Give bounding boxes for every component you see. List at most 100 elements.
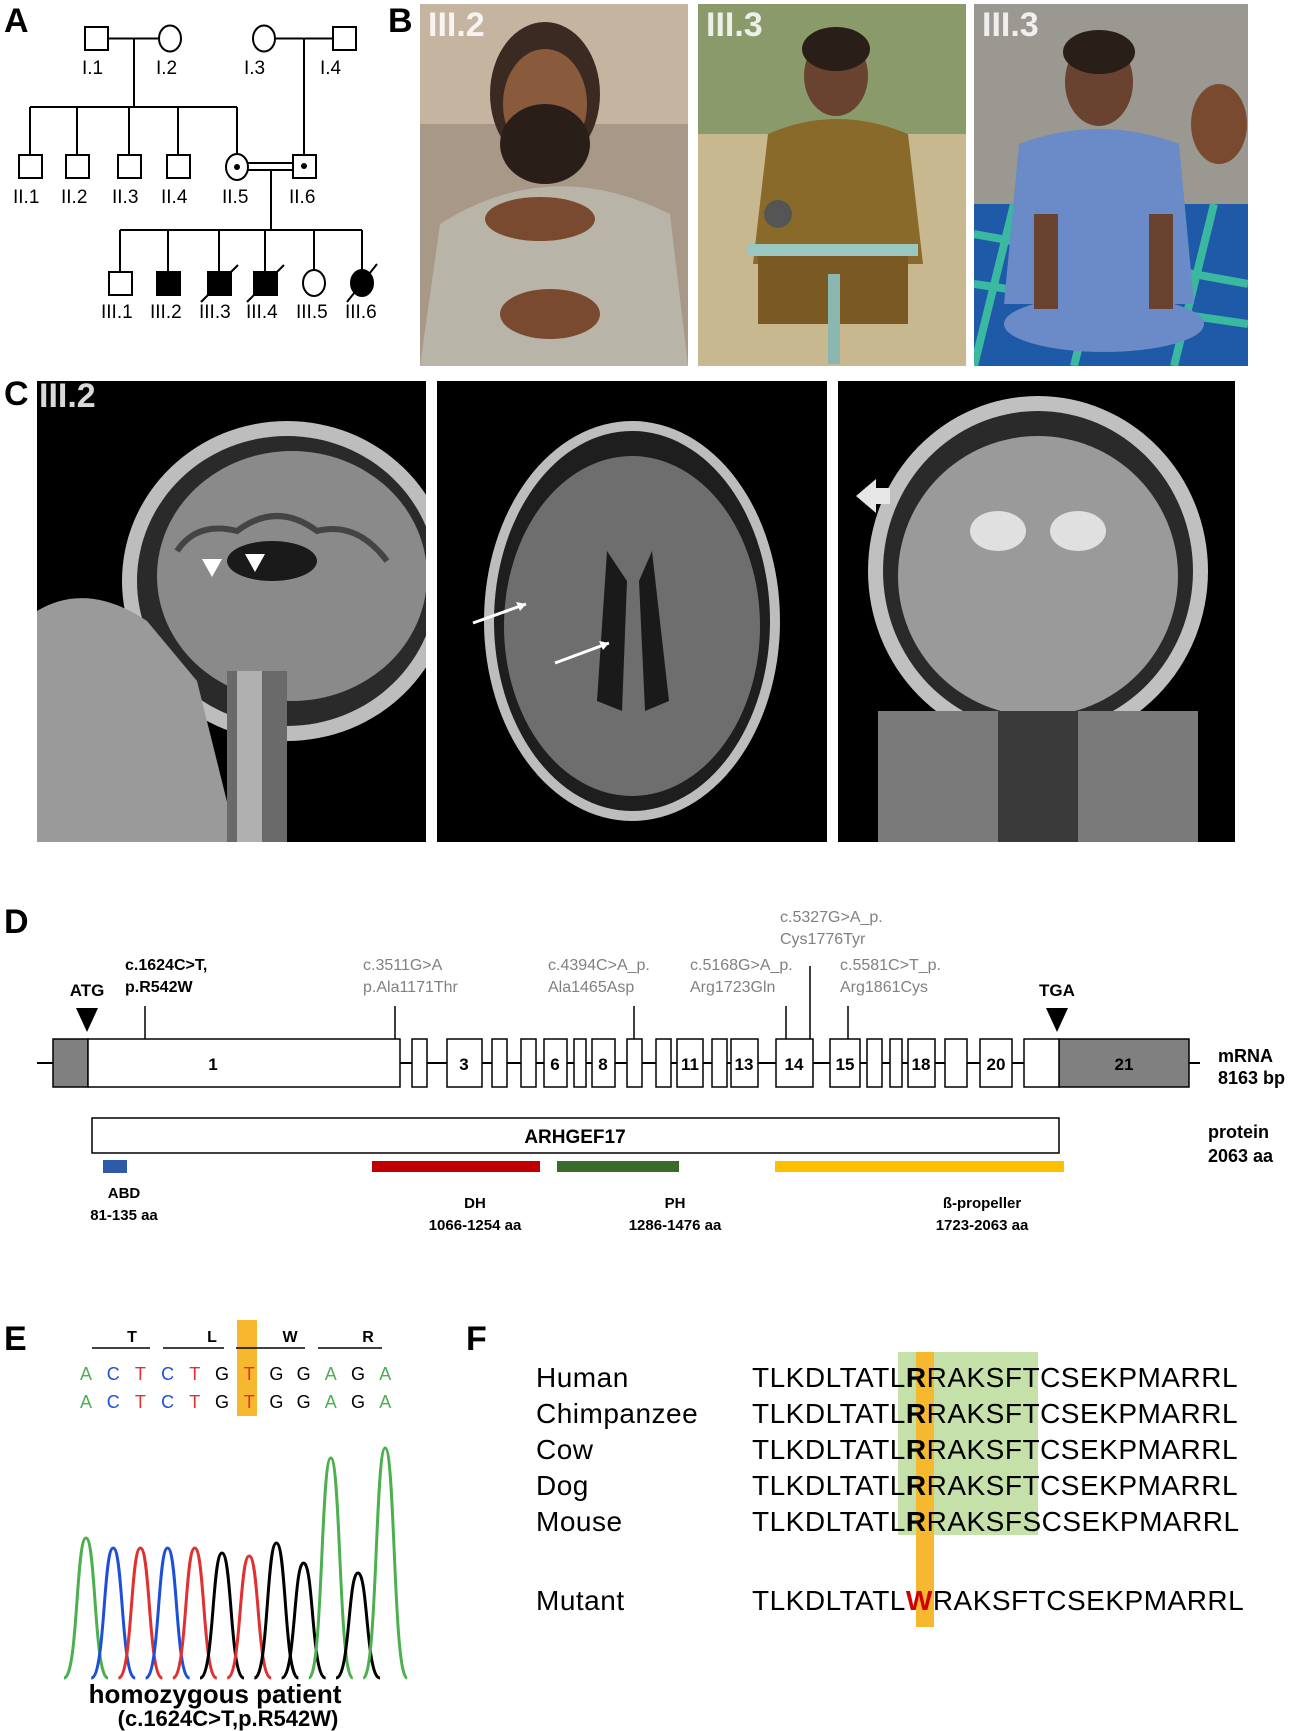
patient-photo-1: III.2 <box>420 4 688 366</box>
sequence-base: G <box>351 1364 365 1384</box>
pedigree-affected-III2 <box>156 271 181 296</box>
utr-3 <box>1058 1038 1190 1088</box>
domain-beta-propeller <box>775 1161 1064 1172</box>
exon-6 <box>543 1038 568 1088</box>
protein-label: protein <box>1208 1122 1269 1142</box>
pedigree-female-I3 <box>252 24 276 53</box>
domain-name: ABD <box>108 1185 141 1202</box>
sequence-base: C <box>107 1364 120 1384</box>
sequence-list: TLKDLTATLRRAKSFTCSEKPMARRL TLKDLTATLRRAK… <box>752 1362 1240 1542</box>
mrna-label: mRNA <box>1218 1046 1273 1066</box>
species-list: Human Chimpanzee Cow Dog Mouse <box>536 1362 698 1542</box>
panel-label-a: A <box>4 2 29 40</box>
sequence-row: TLKDLTATLRRAKSFSCSEKPMARRL <box>752 1506 1240 1537</box>
panel-label-b: B <box>388 2 413 40</box>
mutant-sequence: TLKDLTATLWRAKSFTCSEKPMARRL <box>752 1585 1245 1616</box>
stop-codon-marker <box>1046 1008 1068 1032</box>
sequence-base: T <box>244 1364 255 1384</box>
start-codon-marker <box>76 1008 98 1032</box>
pedigree-id: II.4 <box>161 187 188 208</box>
sequence-base: A <box>379 1392 391 1412</box>
codon-label: T <box>127 1329 137 1346</box>
species-label: Dog <box>536 1470 589 1501</box>
trace-peak <box>62 1536 110 1680</box>
domain-name: ß-propeller <box>943 1195 1022 1212</box>
pedigree-id: I.4 <box>320 58 342 79</box>
protein-bar <box>91 1117 1060 1154</box>
species-label: Mouse <box>536 1506 623 1537</box>
exon-8 <box>591 1038 616 1088</box>
exon-label: 21 <box>1115 1055 1134 1074</box>
domain-range: 1286-1476 aa <box>629 1217 722 1234</box>
species-label: Cow <box>536 1434 594 1465</box>
sequence-base: A <box>379 1364 391 1384</box>
variant-label: p.Ala1171Thr <box>363 979 459 996</box>
sequence-base: T <box>135 1364 146 1384</box>
exon-13 <box>730 1038 759 1088</box>
patient-photo-2: III.3 <box>698 4 966 366</box>
sequence-base: T <box>135 1392 146 1412</box>
pedigree-id: II.6 <box>289 187 315 208</box>
domain-range: 81-135 aa <box>90 1207 158 1224</box>
stop-codon-label: TGA <box>1039 981 1075 1000</box>
sequence-base: A <box>325 1392 337 1412</box>
exon-1 <box>87 1038 401 1088</box>
mrna-length: 8163 bp <box>1218 1068 1285 1088</box>
sequence-base: T <box>189 1392 200 1412</box>
pedigree-id: III.1 <box>101 302 133 323</box>
exon-3 <box>446 1038 483 1088</box>
trace-peak <box>307 1456 355 1680</box>
exon-15 <box>829 1038 861 1088</box>
sequence-row: TLKDLTATLRRAKSFTCSEKPMARRL <box>752 1362 1239 1393</box>
pedigree-male-I1 <box>84 26 109 51</box>
pedigree-id: III.2 <box>150 302 182 323</box>
pedigree-female-I2 <box>158 24 182 53</box>
panel-label-f: F <box>466 1320 487 1358</box>
mri-sagittal: III.2 <box>37 381 426 842</box>
variant-label: c.5168G>A_p. <box>690 957 793 974</box>
exon-18 <box>907 1038 936 1088</box>
mutation-highlight <box>237 1320 257 1416</box>
chromatogram-caption: homozygous patient <box>89 1679 342 1709</box>
mri-axial-image <box>472 421 780 821</box>
trace-peak <box>90 1546 137 1680</box>
pedigree-id: II.1 <box>13 187 39 208</box>
variant-label: c.5327G>A_p. <box>780 909 883 926</box>
photo-tag: III.3 <box>706 6 763 44</box>
trace-peak <box>252 1541 300 1680</box>
exon-label: 20 <box>987 1055 1006 1074</box>
mri-coronal-image <box>856 396 1208 842</box>
photo-figure <box>698 4 966 366</box>
pedigree-id: III.4 <box>246 302 278 323</box>
pedigree-id: II.2 <box>61 187 87 208</box>
sequence-base: C <box>161 1392 174 1412</box>
exon-label: 14 <box>785 1055 804 1074</box>
codon-label: R <box>362 1329 374 1346</box>
variant-label: Ala1465Asp <box>548 979 634 996</box>
sequence-row: TLKDLTATLRRAKSFTCSEKPMARRL <box>752 1434 1239 1465</box>
trace-peak <box>171 1546 218 1680</box>
mutant-label: Mutant <box>536 1585 625 1616</box>
domain-ph <box>557 1161 679 1172</box>
sequence-row: TLKDLTATLRRAKSFTCSEKPMARRL <box>752 1398 1239 1429</box>
trace-peak <box>117 1546 164 1680</box>
trace-peak <box>199 1551 245 1680</box>
exon-label: 11 <box>681 1055 699 1074</box>
sequence-base: G <box>269 1392 283 1412</box>
mri-axial <box>437 381 827 842</box>
panel-label-c: C <box>4 375 29 413</box>
pedigree-id: I.1 <box>82 58 103 79</box>
mri-tag: III.2 <box>39 381 96 415</box>
exon-11 <box>676 1038 704 1088</box>
photo-figure <box>974 4 1248 366</box>
exon-label: 18 <box>912 1055 931 1074</box>
exon-14 <box>775 1038 814 1088</box>
pedigree-id: I.2 <box>156 58 177 79</box>
mri-coronal <box>838 381 1235 842</box>
exon-20 <box>979 1038 1013 1088</box>
domain-abd <box>103 1160 127 1173</box>
sequence-base: G <box>297 1364 311 1384</box>
variant-label: Cys1776Tyr <box>780 931 866 948</box>
domain-range: 1066-1254 aa <box>429 1217 522 1234</box>
